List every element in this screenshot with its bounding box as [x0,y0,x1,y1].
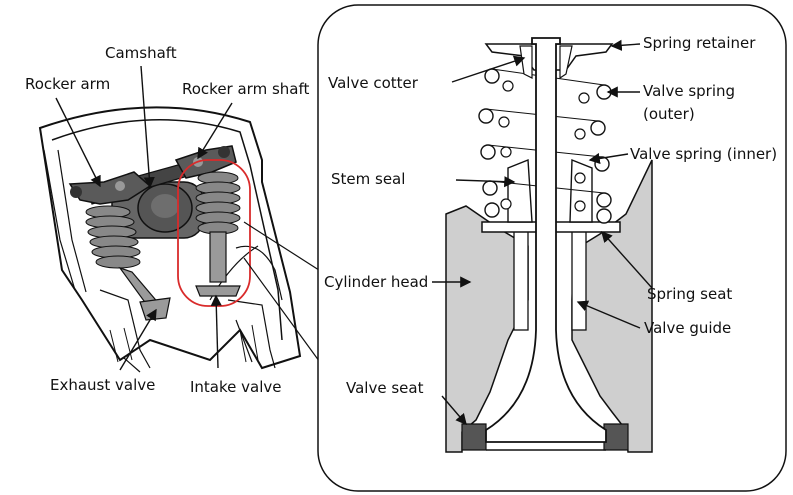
label-cylinder-head: Cylinder head [324,273,429,291]
label-stem-seal: Stem seal [331,170,406,188]
label-valve-spring-outer-line2: (outer) [643,105,695,123]
label-rocker-arm: Rocker arm [25,75,111,93]
label-valve-spring-inner: Valve spring (inner) [630,145,778,163]
label-rocker-arm-shaft: Rocker arm shaft [182,80,310,98]
engine-cutaway [38,65,323,373]
label-valve-seat: Valve seat [346,379,424,397]
label-valve-cotter: Valve cotter [328,74,418,92]
label-valve-guide: Valve guide [644,319,732,337]
label-camshaft: Camshaft [105,44,177,62]
label-spring-seat: Spring seat [647,285,733,303]
label-exhaust-valve: Exhaust valve [50,376,156,394]
label-spring-retainer: Spring retainer [643,34,756,52]
label-valve-spring-outer-line1: Valve spring [643,82,736,100]
label-intake-valve: Intake valve [190,378,282,396]
detail-panel [317,4,787,492]
